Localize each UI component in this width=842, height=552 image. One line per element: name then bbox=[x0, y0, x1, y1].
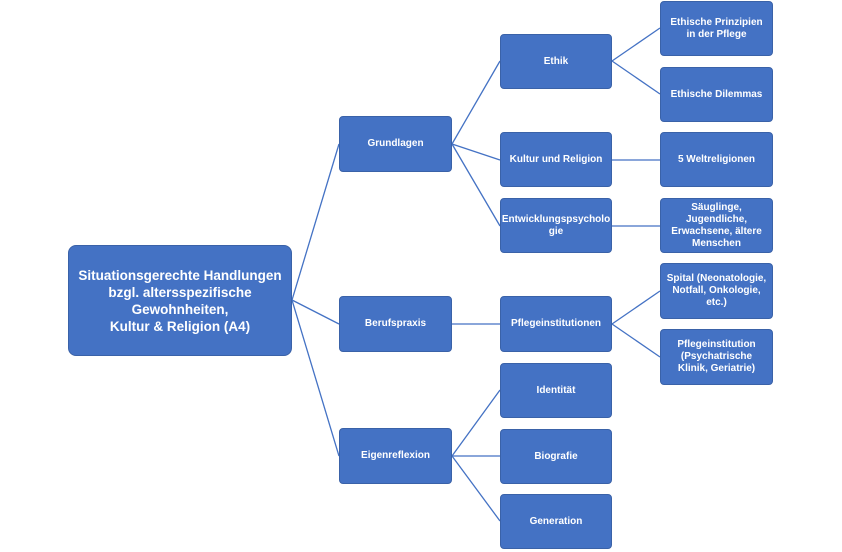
node-berufspraxis: Berufspraxis bbox=[339, 296, 452, 352]
connector-root-eigenreflexion bbox=[291, 299, 340, 457]
node-identitaet: Identität bbox=[500, 363, 612, 418]
connector-ethik-prinzipien bbox=[611, 27, 661, 62]
node-eigenreflexion: Eigenreflexion bbox=[339, 428, 452, 484]
node-ethische-dilemmas: Ethische Dilemmas bbox=[660, 67, 773, 122]
connector-grundlagen-ethik bbox=[451, 60, 501, 145]
node-generation: Generation bbox=[500, 494, 612, 549]
connector-grundlagen-entwicklung bbox=[451, 143, 501, 227]
connector-pflegeinstitutionen-spital bbox=[611, 290, 661, 325]
connector-eigenreflexion-identitaet bbox=[451, 389, 501, 457]
node-kultur-und-religion: Kultur und Religion bbox=[500, 132, 612, 187]
node-ethische-prinzipien: Ethische Prinzipien in der Pflege bbox=[660, 1, 773, 56]
node-pflegeinstitution: Pflegeinstitution (Psychatrische Klinik,… bbox=[660, 329, 773, 385]
node-spital: Spital (Neonatologie, Notfall, Onkologie… bbox=[660, 263, 773, 319]
connector-ethik-dilemmas bbox=[611, 60, 661, 95]
root-node: Situationsgerechte Handlungen bzgl. alte… bbox=[68, 245, 292, 356]
connector-pflegeinstitutionen-pflegeinstitution bbox=[611, 323, 661, 358]
connector-grundlagen-kultur bbox=[451, 143, 501, 161]
connector-root-grundlagen bbox=[291, 143, 340, 301]
node-grundlagen: Grundlagen bbox=[339, 116, 452, 172]
node-ethik: Ethik bbox=[500, 34, 612, 89]
node-biografie: Biografie bbox=[500, 429, 612, 484]
node-pflegeinstitutionen: Pflegeinstitutionen bbox=[500, 296, 612, 352]
connector-root-berufspraxis bbox=[291, 299, 340, 325]
node-5-weltreligionen: 5 Weltreligionen bbox=[660, 132, 773, 187]
node-lebensphasen: Säuglinge, Jugendliche, Erwachsene, älte… bbox=[660, 198, 773, 253]
node-entwicklungspsychologie: Entwicklungspsycholo gie bbox=[500, 198, 612, 253]
connector-eigenreflexion-generation bbox=[451, 455, 501, 522]
